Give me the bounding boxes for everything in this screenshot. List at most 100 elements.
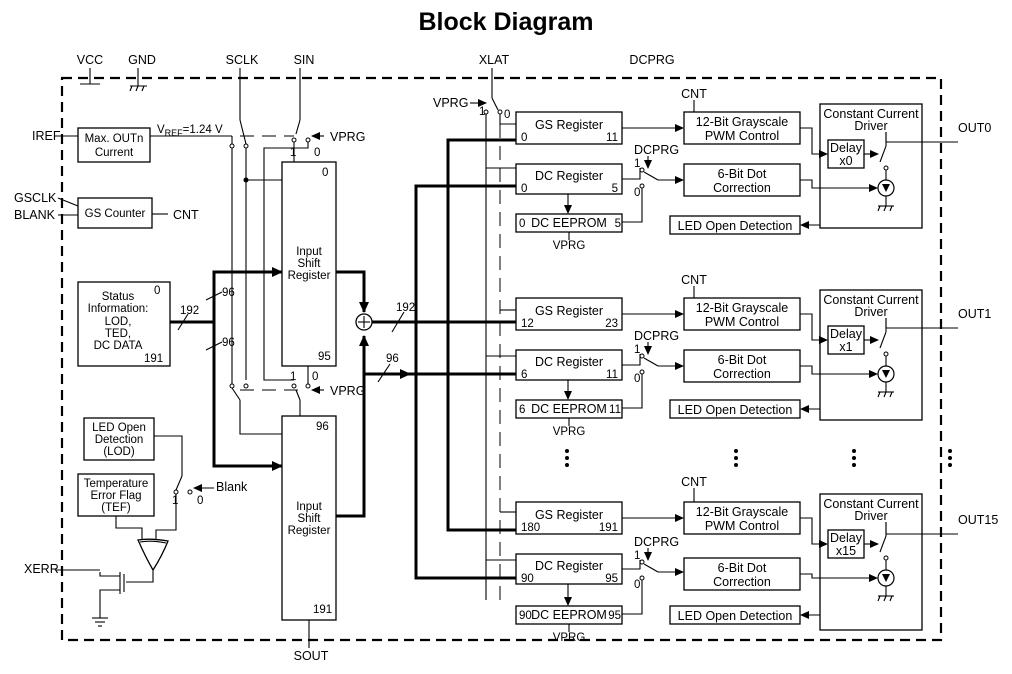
svg-text:Constant Current: Constant Current xyxy=(823,497,919,511)
svg-text:191: 191 xyxy=(313,604,332,616)
svg-text:CNT: CNT xyxy=(681,87,707,101)
svg-text:Register: Register xyxy=(288,525,331,537)
svg-text:x0: x0 xyxy=(839,154,852,168)
pin-xerr: XERR xyxy=(24,562,59,576)
diagram-title: Block Diagram xyxy=(418,8,593,36)
svg-text:0: 0 xyxy=(521,132,527,144)
pin-gnd: GND xyxy=(128,53,156,92)
svg-text:LOD,: LOD, xyxy=(105,316,132,328)
svg-text:Correction: Correction xyxy=(713,575,771,589)
bus-192-main: 192 xyxy=(396,302,415,314)
svg-text:5: 5 xyxy=(612,183,618,195)
svg-text:Status: Status xyxy=(102,291,135,303)
pin-iref: IREF xyxy=(32,129,61,143)
xlat-switch: VPRG 1 0 xyxy=(433,96,516,600)
svg-text:12: 12 xyxy=(521,318,534,330)
svg-text:0: 0 xyxy=(312,371,318,383)
constant-current-driver xyxy=(819,493,923,631)
svg-text:x15: x15 xyxy=(836,544,856,558)
svg-text:PWM Control: PWM Control xyxy=(705,129,779,143)
svg-text:0: 0 xyxy=(314,147,320,159)
svg-text:GS Counter: GS Counter xyxy=(85,208,146,220)
svg-text:11: 11 xyxy=(606,369,618,381)
pin-dcprg: DCPRG xyxy=(629,53,674,67)
svg-text:11: 11 xyxy=(609,404,621,416)
delay-block xyxy=(827,139,865,169)
svg-text:GS Register: GS Register xyxy=(535,118,603,132)
svg-text:6-Bit Dot: 6-Bit Dot xyxy=(718,561,767,575)
svg-text:191: 191 xyxy=(144,353,163,365)
svg-text:90: 90 xyxy=(521,573,534,585)
svg-text:PWM Control: PWM Control xyxy=(705,519,779,533)
cnt-label-left: CNT xyxy=(173,208,199,222)
svg-text:Information:: Information: xyxy=(88,303,149,315)
svg-text:180: 180 xyxy=(521,522,540,534)
svg-text:Correction: Correction xyxy=(713,367,771,381)
pin-sin: SIN xyxy=(294,53,315,120)
pin-xlat: XLAT xyxy=(479,53,510,98)
svg-text:LED Open Detection: LED Open Detection xyxy=(678,219,793,233)
svg-text:11: 11 xyxy=(606,132,618,144)
input-shift-register-2: 96 Input Shift Register 191 xyxy=(281,415,337,621)
svg-text:1: 1 xyxy=(634,550,640,562)
svg-text:DCPRG: DCPRG xyxy=(634,143,679,157)
svg-text:Delay: Delay xyxy=(830,531,863,545)
tef-block: Temperature Error Flag (TEF) xyxy=(77,473,155,517)
svg-text:VPRG: VPRG xyxy=(330,130,365,144)
pin-out-0: OUT0 xyxy=(958,121,991,135)
chip-boundary xyxy=(60,76,943,642)
svg-text:Input: Input xyxy=(296,501,322,513)
bus-adder xyxy=(355,313,373,331)
lod-block: LED Open Detection (LOD) xyxy=(83,417,155,461)
svg-text:0: 0 xyxy=(154,285,160,297)
svg-text:Delay: Delay xyxy=(830,327,863,341)
svg-text:1: 1 xyxy=(290,371,296,383)
svg-text:6-Bit Dot: 6-Bit Dot xyxy=(718,167,767,181)
svg-text:Detection: Detection xyxy=(95,434,144,446)
svg-text:12-Bit Grayscale: 12-Bit Grayscale xyxy=(696,505,788,519)
svg-text:0: 0 xyxy=(521,183,527,195)
xerr-transistor xyxy=(56,569,154,627)
svg-text:DC DATA: DC DATA xyxy=(94,340,143,352)
svg-text:95: 95 xyxy=(318,351,331,363)
svg-text:Driver: Driver xyxy=(854,119,887,133)
svg-text:Driver: Driver xyxy=(854,509,887,523)
bus-96-upper: 96 xyxy=(222,287,235,299)
svg-text:VPRG: VPRG xyxy=(433,96,468,110)
svg-text:0: 0 xyxy=(634,187,640,199)
svg-text:LED Open: LED Open xyxy=(92,422,146,434)
svg-text:VPRG: VPRG xyxy=(553,632,586,644)
svg-text:Input: Input xyxy=(296,246,322,258)
svg-text:DC EEPROM: DC EEPROM xyxy=(531,608,607,622)
svg-text:SIN: SIN xyxy=(294,53,315,67)
svg-text:GS Register: GS Register xyxy=(535,304,603,318)
svg-text:Max. OUTn: Max. OUTn xyxy=(85,133,144,145)
svg-text:191: 191 xyxy=(599,522,618,534)
svg-text:Driver: Driver xyxy=(854,305,887,319)
svg-text:Register: Register xyxy=(288,270,331,282)
svg-text:1: 1 xyxy=(290,147,296,159)
svg-text:TED,: TED, xyxy=(105,328,131,340)
pin-out-1: OUT1 xyxy=(958,307,991,321)
svg-text:Current: Current xyxy=(95,147,134,159)
dot-correction xyxy=(683,349,801,383)
svg-text:6-Bit Dot: 6-Bit Dot xyxy=(718,353,767,367)
svg-text:95: 95 xyxy=(608,610,621,622)
svg-text:VCC: VCC xyxy=(77,53,103,67)
svg-text:DC Register: DC Register xyxy=(535,559,603,573)
svg-text:95: 95 xyxy=(605,573,618,585)
svg-text:12-Bit Grayscale: 12-Bit Grayscale xyxy=(696,115,788,129)
bus-96-main: 96 xyxy=(386,353,399,365)
input-shift-register-1: 0 Input Shift Register 95 xyxy=(281,161,337,367)
svg-text:0: 0 xyxy=(322,167,328,179)
svg-text:1: 1 xyxy=(634,158,640,170)
pin-blank: BLANK xyxy=(14,208,56,222)
bus-192-status: 192 xyxy=(180,305,199,317)
svg-text:DC EEPROM: DC EEPROM xyxy=(531,216,607,230)
svg-text:Error Flag: Error Flag xyxy=(90,490,141,502)
svg-text:DC Register: DC Register xyxy=(535,169,603,183)
svg-text:LED Open Detection: LED Open Detection xyxy=(678,609,793,623)
